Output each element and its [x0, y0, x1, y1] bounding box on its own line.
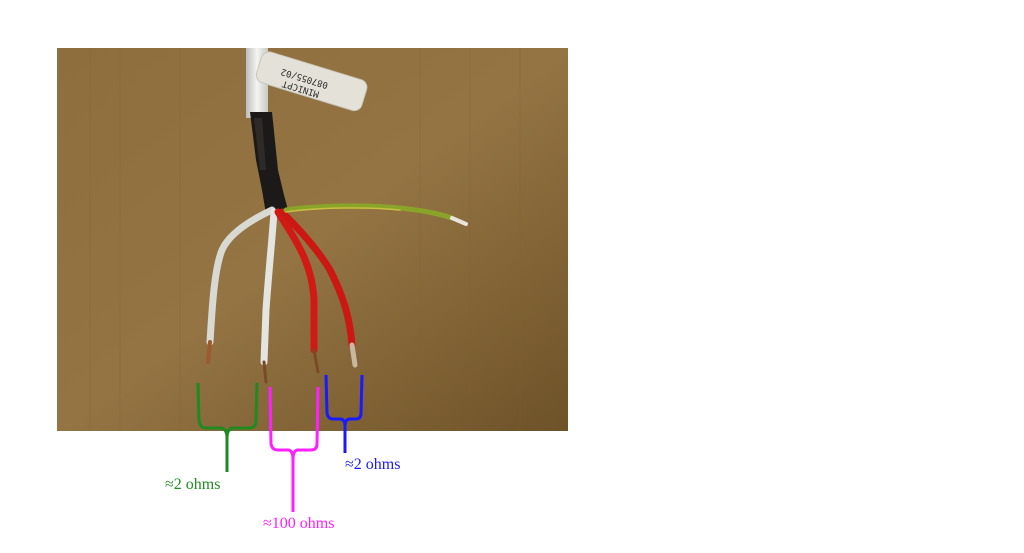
photo: MINICPT 087055/02 — [57, 48, 568, 431]
cable-tag — [255, 51, 368, 112]
label-white-pair-resistance: ≈2 ohms — [165, 476, 221, 493]
bracket-magenta — [268, 386, 320, 512]
wires — [206, 203, 468, 384]
label-cross-pair-resistance: ≈100 ohms — [263, 515, 335, 532]
annotations — [196, 374, 364, 512]
label-red-pair-resistance: ≈2 ohms — [345, 456, 401, 473]
bracket-green — [196, 382, 259, 472]
bracket-blue — [324, 374, 364, 453]
